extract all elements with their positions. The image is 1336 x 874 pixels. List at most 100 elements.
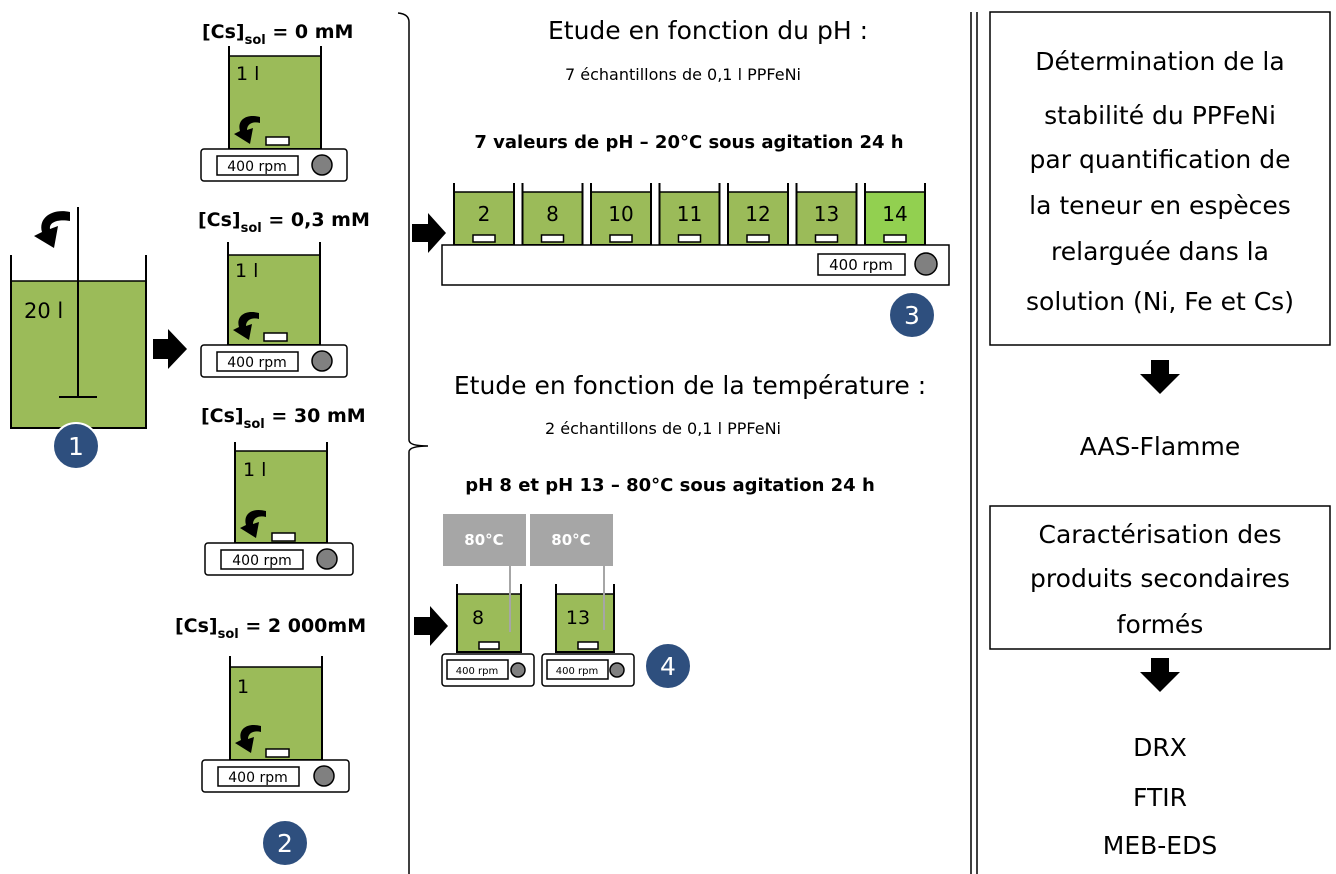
- stability-line: solution (Ni, Fe et Cs): [1026, 287, 1294, 316]
- ph-value-label: 8: [546, 202, 559, 226]
- stability-line: la teneur en espèces: [1029, 191, 1291, 220]
- rpm-label: 400 rpm: [232, 553, 291, 569]
- ph-beakers: 2 8 10 11 12 13 14: [453, 183, 926, 246]
- cs-label: [Cs]sol = 30 mM: [201, 405, 366, 432]
- cs-condition-2: [Cs]sol = 0,3 mM 1 l 400 rpm: [198, 209, 370, 378]
- temp-study-conditions: pH 8 et pH 13 – 80°C sous agitation 24 h: [465, 475, 875, 496]
- stability-line: par quantification de: [1030, 145, 1291, 174]
- tank-volume-label: 20 l: [24, 299, 63, 323]
- knob-icon: [313, 765, 335, 787]
- stir-bar: [265, 136, 290, 146]
- rotation-arrow-icon: [240, 509, 266, 538]
- rpm-label: 400 rpm: [829, 256, 893, 274]
- ph-beaker: 10: [590, 183, 652, 246]
- rotation-arrow-icon: [234, 115, 260, 144]
- secondary-method: MEB-EDS: [1103, 831, 1217, 860]
- ph-beaker: 12: [727, 183, 789, 246]
- arrow-down-icon: [1140, 360, 1180, 394]
- secondary-line: produits secondaires: [1030, 564, 1290, 593]
- secondary-line: formés: [1117, 610, 1204, 639]
- badge-4-text: 4: [660, 652, 676, 681]
- rpm-label: 400 rpm: [227, 355, 286, 371]
- rotation-arrow-icon: [235, 724, 261, 753]
- cs-label: [Cs]sol = 2 000mM: [175, 615, 366, 642]
- stability-line: relarguée dans la: [1051, 237, 1269, 266]
- rpm-display: [817, 253, 906, 276]
- temp-study: Etude en fonction de la température : 2 …: [414, 371, 926, 687]
- cs-condition-4: [Cs]sol = 2 000mM 1 400 rpm: [175, 615, 366, 793]
- temp-study-title: Etude en fonction de la température :: [454, 371, 926, 400]
- stir-bar: [577, 641, 599, 650]
- temp-study-subtitle: 2 échantillons de 0,1 l PPFeNi: [545, 419, 781, 438]
- rpm-label: 400 rpm: [228, 770, 287, 786]
- knob-icon: [914, 252, 938, 276]
- beaker-volume-label: 1: [237, 676, 249, 698]
- badge-3-text: 3: [904, 301, 920, 330]
- stir-bar: [814, 234, 839, 243]
- secondary-method: FTIR: [1133, 783, 1187, 812]
- stir-bar: [677, 234, 702, 243]
- temp-sample-2: 80°C 13 400 rpm: [530, 514, 635, 687]
- ph-value-label: 12: [745, 202, 770, 226]
- rpm-label: 400 rpm: [227, 159, 286, 175]
- secondary-box: [989, 505, 1331, 650]
- ph-value-label: 14: [882, 202, 907, 226]
- beaker-volume-label: 1 l: [243, 459, 266, 481]
- ph-beaker: 8: [521, 183, 584, 246]
- ph-value-label: 2: [478, 202, 491, 226]
- badge-3: 3: [888, 291, 936, 339]
- badge-2: 2: [261, 819, 309, 867]
- rpm-display: [546, 659, 609, 680]
- ph-study: Etude en fonction du pH : 7 échantillons…: [412, 16, 950, 286]
- beaker-walls: [456, 584, 522, 653]
- ph-beaker: 2: [453, 183, 515, 246]
- stir-bar: [265, 748, 290, 758]
- rotation-arrow-icon: [34, 211, 70, 248]
- heater-block: [443, 514, 526, 566]
- rpm-display: [220, 549, 304, 570]
- temperature-label: 80°C: [464, 531, 503, 549]
- badge-1-text: 1: [68, 432, 84, 461]
- cs-label: [Cs]sol = 0,3 mM: [198, 209, 370, 236]
- stability-box: [989, 11, 1331, 346]
- rpm-display: [217, 766, 300, 787]
- badge-1: 1: [52, 422, 100, 470]
- rpm-label: 400 rpm: [456, 666, 498, 677]
- heater-block: [530, 514, 613, 566]
- cs-condition-1: [Cs]sol = 0 mM 1 l 400 rpm: [200, 21, 353, 182]
- ph-value-label: 13: [814, 202, 839, 226]
- temp-sample-1: 80°C 8 400 rpm: [441, 514, 535, 687]
- arrow-right-icon: [414, 606, 448, 646]
- cs-label: [Cs]sol = 0 mM: [202, 21, 353, 48]
- stir-bar: [609, 234, 633, 243]
- knob-icon: [510, 662, 526, 678]
- beaker-walls: [555, 584, 615, 653]
- analysis-column: Détermination de la stabilité du PPFeNi …: [989, 11, 1331, 860]
- ph-value-label: 11: [677, 202, 702, 226]
- arrow-right-icon: [153, 329, 187, 369]
- ph-value-label: 10: [608, 202, 633, 226]
- ph-beaker: 11: [658, 183, 721, 246]
- rotation-arrow-icon: [233, 311, 259, 340]
- ph-beaker: 14: [864, 183, 926, 246]
- rpm-display: [446, 659, 509, 680]
- rpm-label: 400 rpm: [556, 666, 598, 677]
- beaker-volume-label: 1 l: [236, 63, 259, 85]
- knob-icon: [311, 154, 333, 176]
- stir-bar: [271, 532, 296, 542]
- ph-beaker: 13: [795, 183, 858, 246]
- stir-bar: [746, 234, 770, 243]
- stir-bar: [478, 641, 500, 650]
- beaker-ph-label: 13: [566, 607, 590, 629]
- ph-study-conditions: 7 valeurs de pH – 20°C sous agitation 24…: [474, 132, 903, 153]
- stir-bar: [883, 234, 907, 243]
- temperature-label: 80°C: [551, 531, 590, 549]
- ph-study-subtitle: 7 échantillons de 0,1 l PPFeNi: [565, 65, 801, 84]
- cs-condition-3: [Cs]sol = 30 mM 1 l 400 rpm: [201, 405, 366, 576]
- beaker-ph-label: 8: [472, 607, 484, 629]
- brace: [397, 12, 429, 874]
- stir-bar: [472, 234, 496, 243]
- stability-method: AAS-Flamme: [1080, 432, 1241, 461]
- badge-2-text: 2: [277, 829, 293, 858]
- secondary-method: DRX: [1133, 733, 1187, 762]
